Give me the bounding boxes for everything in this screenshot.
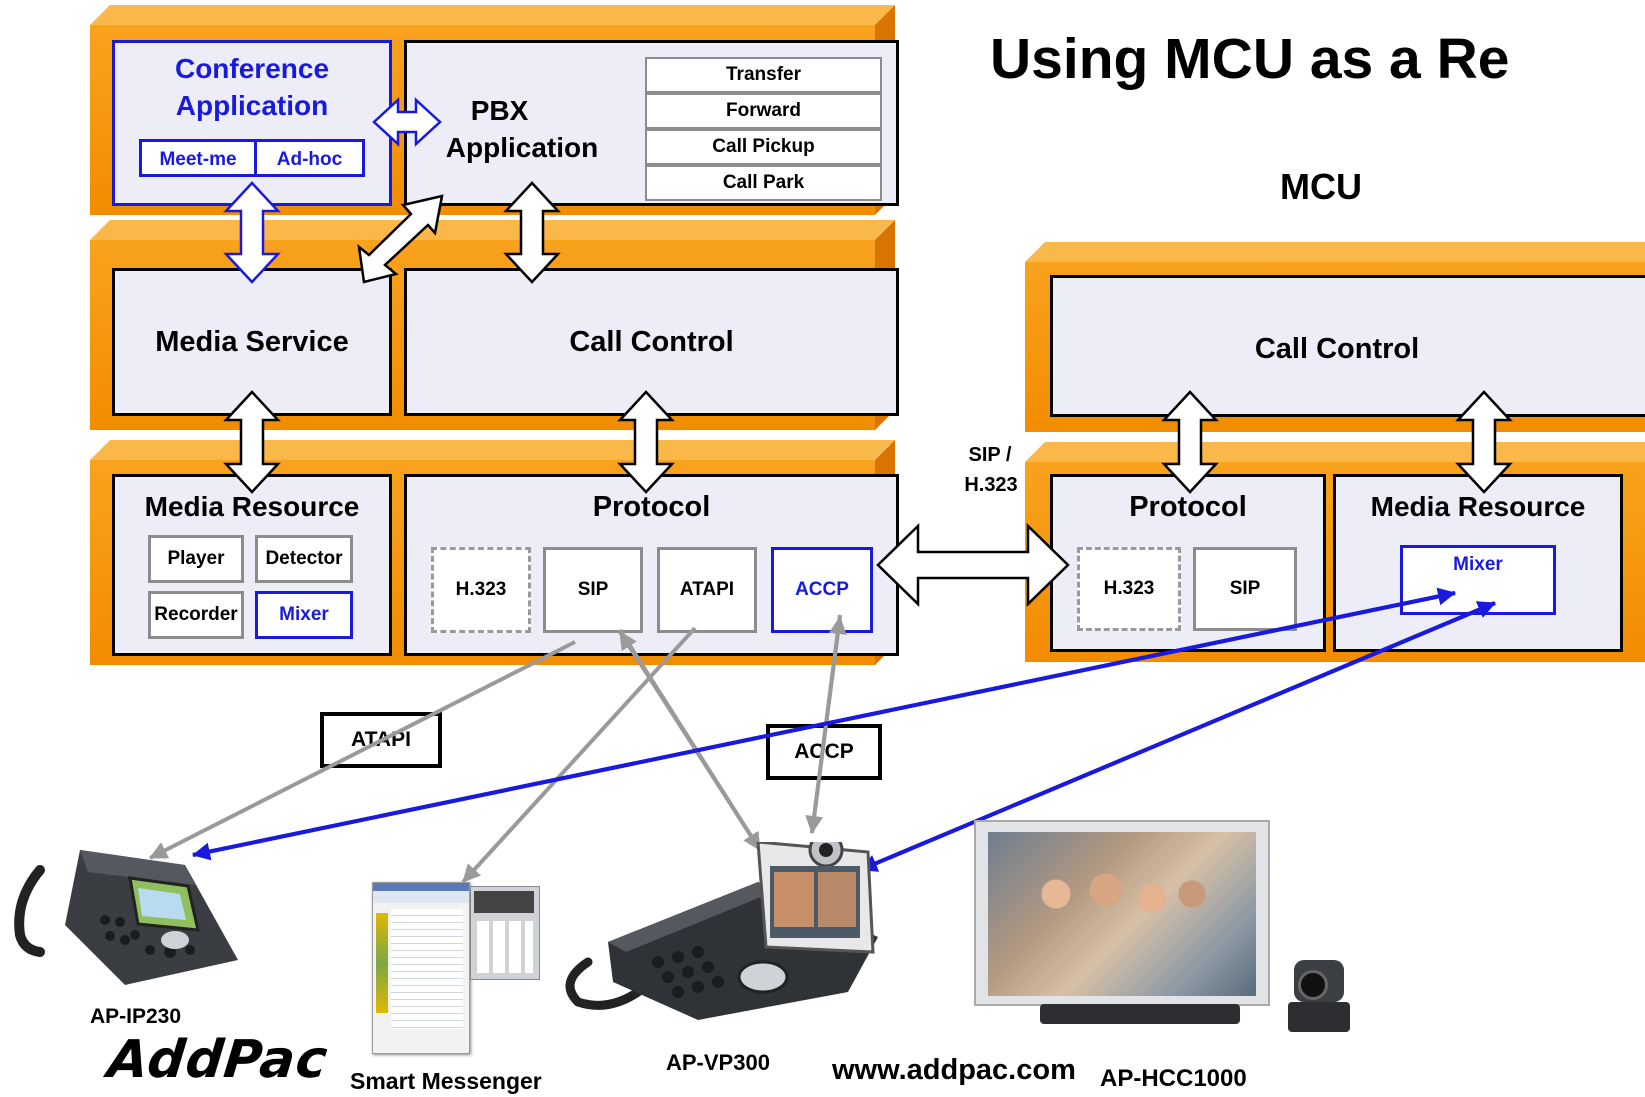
recorder-cell: Recorder bbox=[148, 591, 244, 639]
hcc1000-monitor-icon bbox=[974, 820, 1270, 1006]
line-vp300-to-sip bbox=[618, 630, 762, 852]
mcu-media-resource-title: Media Resource bbox=[1370, 491, 1586, 522]
smart-messenger-icon bbox=[372, 882, 470, 1054]
mcu-label: MCU bbox=[1280, 166, 1362, 207]
arrow-pbx-callcontrol bbox=[503, 181, 561, 284]
sip-h323-link-label-1: SIP / bbox=[968, 444, 1012, 466]
conference-divider bbox=[254, 142, 257, 174]
dialpad-display bbox=[474, 891, 534, 913]
ad-hoc-label: Ad-hoc bbox=[276, 149, 343, 170]
protocol-title: Protocol bbox=[592, 491, 711, 523]
mcu-protocol-box: Protocol H.323 SIP bbox=[1050, 474, 1326, 652]
pbx-application-box: PBX Application Transfer Forward Call Pi… bbox=[404, 40, 899, 206]
feature-forward: Forward bbox=[645, 93, 882, 129]
arrow-conf-pbx bbox=[372, 97, 442, 147]
feature-call-park: Call Park bbox=[645, 165, 882, 201]
messenger-toolbar bbox=[373, 891, 469, 903]
pbx-title-line2: Application bbox=[445, 132, 599, 163]
messenger-label: Smart Messenger bbox=[350, 1068, 542, 1094]
sip-cell: SIP bbox=[543, 547, 643, 633]
addpac-logo: AddPac bbox=[104, 1030, 331, 1090]
line-sip-to-ip230 bbox=[149, 640, 576, 860]
ip-phone-icon bbox=[14, 850, 238, 985]
messenger-sidebar bbox=[376, 913, 388, 1013]
call-control-label: Call Control bbox=[569, 326, 734, 358]
h323-cell: H.323 bbox=[431, 547, 531, 633]
conference-application-box: Conference Application Meet-me Ad-hoc bbox=[112, 40, 392, 206]
mixer-cell: Mixer bbox=[255, 591, 353, 639]
meet-me-label: Meet-me bbox=[159, 149, 237, 170]
detector-cell: Detector bbox=[255, 535, 353, 583]
player-cell: Player bbox=[148, 535, 244, 583]
line-ip230-to-mixer bbox=[192, 587, 1456, 857]
vp300-label: AP-VP300 bbox=[666, 1050, 770, 1075]
protocol-box: Protocol H.323 SIP ATAPI ACCP bbox=[404, 474, 899, 656]
line-vp300-to-mixer bbox=[859, 601, 1496, 872]
mcu-call-control-label: Call Control bbox=[1254, 333, 1420, 365]
conference-title-line2: Application bbox=[175, 90, 329, 121]
camera-base bbox=[1288, 1002, 1350, 1032]
media-service-label: Media Service bbox=[155, 326, 349, 358]
mcu-protocol-title: Protocol bbox=[1129, 491, 1247, 523]
feature-call-pickup: Call Pickup bbox=[645, 129, 882, 165]
arrow-conf-media bbox=[223, 181, 281, 284]
accp-cell: ACCP bbox=[771, 547, 873, 633]
arrow-mcu-cc-resource bbox=[1455, 390, 1513, 494]
messenger-dialpad-icon bbox=[470, 886, 540, 980]
website-label: www.addpac.com bbox=[832, 1054, 1076, 1086]
mcu-h323-cell: H.323 bbox=[1077, 547, 1181, 631]
pbx-title-line1: PBX bbox=[470, 95, 529, 126]
camera-lens bbox=[1298, 970, 1328, 1000]
arrow-mcu-cc-protocol bbox=[1161, 390, 1219, 494]
monitor-stand bbox=[1040, 1004, 1240, 1024]
arrow-callcontrol-protocol bbox=[617, 390, 675, 494]
ip230-label: AP-IP230 bbox=[90, 1005, 182, 1028]
hcc1000-label: AP-HCC1000 bbox=[1100, 1065, 1247, 1092]
messenger-titlebar bbox=[373, 883, 469, 891]
page-title: Using MCU as a Re bbox=[990, 27, 1510, 91]
arrow-mediaservice-resource bbox=[223, 390, 281, 494]
ptz-camera-icon bbox=[1288, 960, 1350, 1032]
arrow-sip-h323-link bbox=[876, 523, 1070, 607]
media-resource-title: Media Resource bbox=[144, 491, 360, 522]
dialpad-keys bbox=[477, 921, 533, 973]
atapi-cell: ATAPI bbox=[657, 547, 757, 633]
mcu-sip-cell: SIP bbox=[1193, 547, 1297, 631]
conference-title-line1: Conference bbox=[174, 53, 330, 84]
media-resource-box: Media Resource Player Detector Recorder … bbox=[112, 474, 392, 656]
mcu-call-control-box: Call Control bbox=[1050, 275, 1645, 417]
sip-h323-link-label-2: H.323 bbox=[964, 474, 1018, 496]
line-atapi-to-messenger bbox=[461, 626, 697, 884]
messenger-list bbox=[391, 909, 463, 1029]
feature-transfer: Transfer bbox=[645, 57, 882, 93]
monitor-people bbox=[1016, 862, 1216, 942]
video-phone-icon bbox=[565, 842, 878, 1020]
conference-modes: Meet-me Ad-hoc bbox=[139, 139, 365, 177]
arrow-mediaservice-pbx bbox=[357, 194, 444, 284]
